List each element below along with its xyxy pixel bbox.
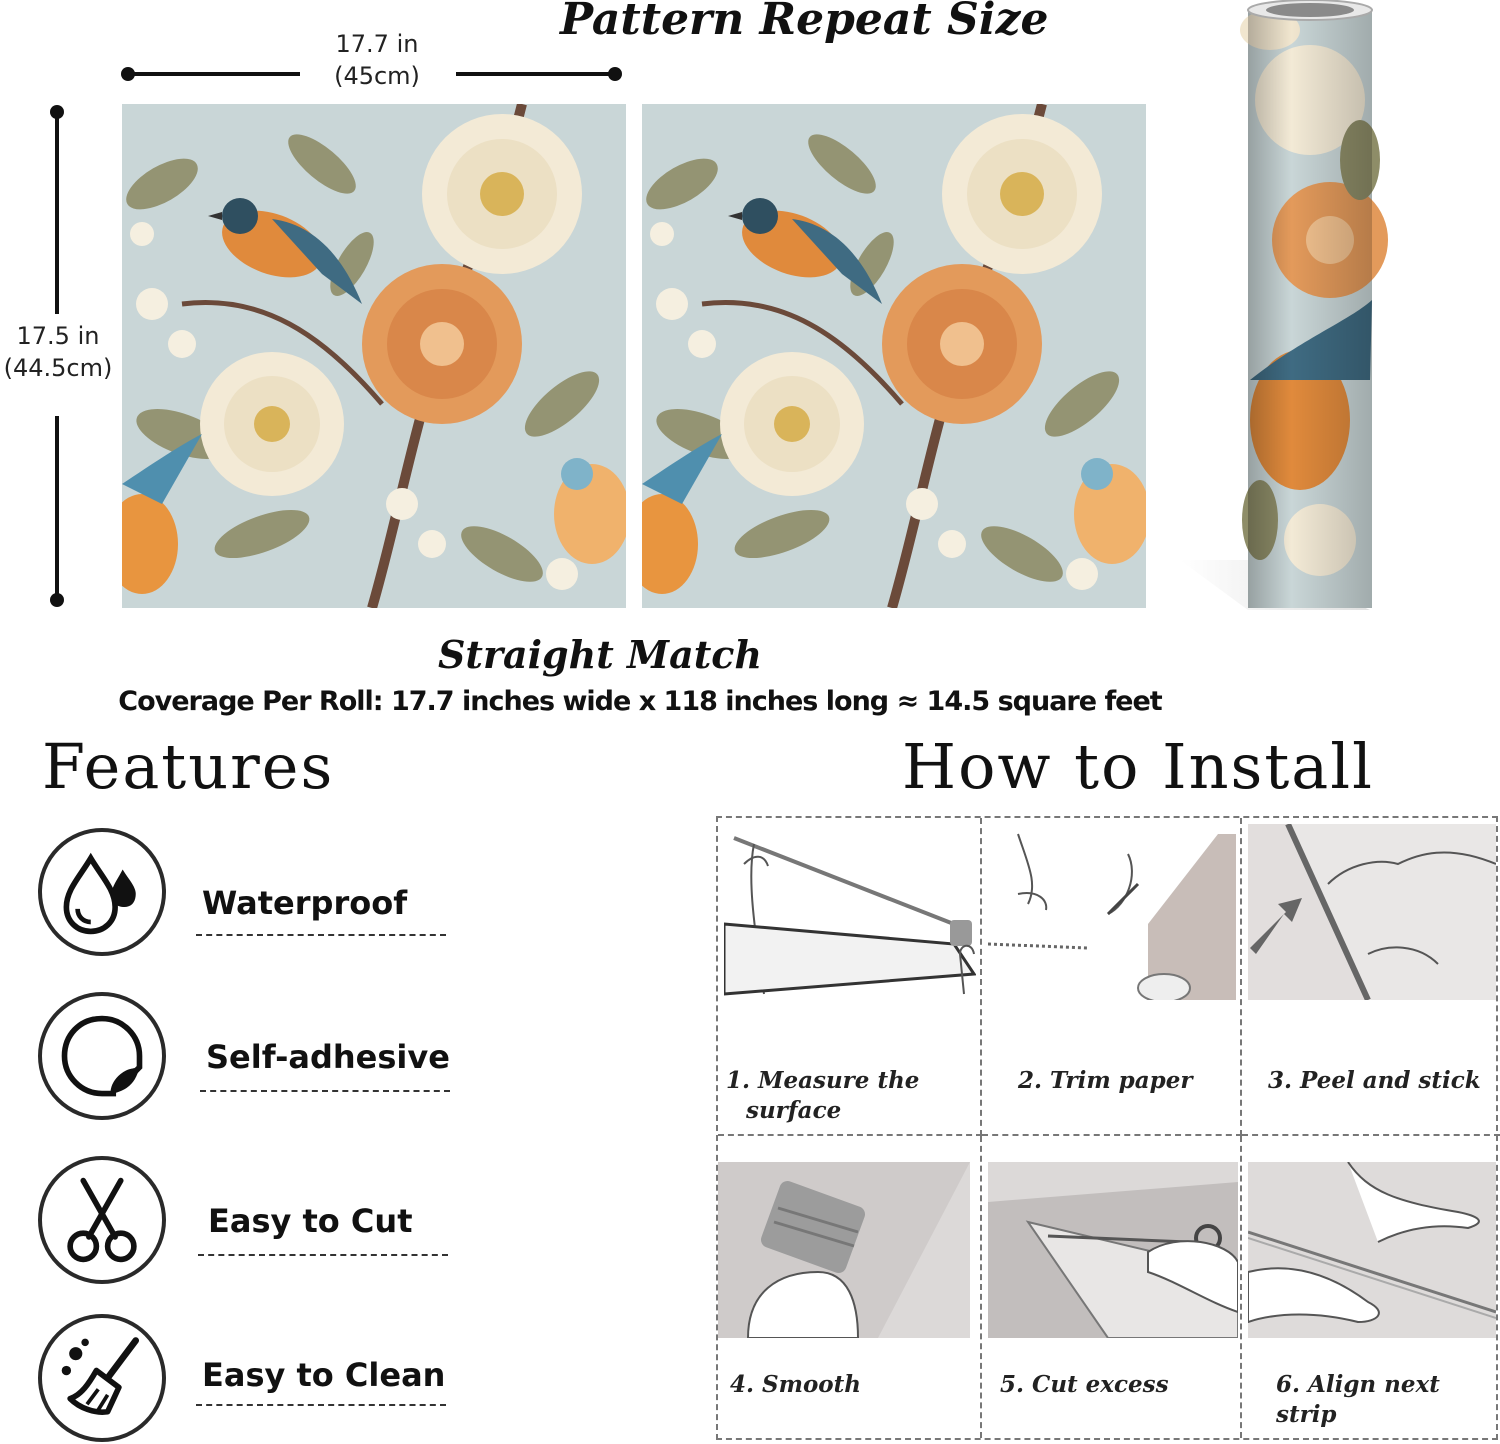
height-dimension-label: 17.5 in (44.5cm)	[0, 320, 116, 384]
height-end-dot	[50, 593, 64, 607]
width-line-left	[128, 72, 300, 76]
water-drop-icon	[38, 828, 166, 956]
width-inches: 17.7 in	[335, 30, 419, 58]
floral-bird-pattern	[122, 104, 626, 608]
width-cm: (45cm)	[334, 62, 420, 90]
feature-divider	[196, 934, 446, 936]
feature-label-self-adhesive: Self-adhesive	[206, 1038, 450, 1076]
install-step-5: 5. Cut excess	[982, 1136, 1242, 1438]
install-steps-grid: 1. Measure the surface 2. Trim paper	[716, 816, 1500, 1440]
pattern-repeat-title: Pattern Repeat Size	[560, 0, 1049, 45]
step-label: 6. Align next strip	[1276, 1371, 1440, 1428]
feature-label-easy-to-cut: Easy to Cut	[208, 1202, 413, 1240]
step-label: 3. Peel and stick	[1268, 1067, 1481, 1094]
step-label: 4. Smooth	[730, 1371, 861, 1398]
step-label: 5. Cut excess	[1000, 1371, 1169, 1398]
align-strip-illustration	[1248, 1162, 1496, 1338]
bird-bottom-left	[122, 434, 202, 594]
floral-bird-pattern	[642, 104, 1146, 608]
step-label: 1. Measure the surface	[726, 1066, 919, 1126]
cream-flower-top	[422, 114, 582, 274]
install-step-1: 1. Measure the surface	[718, 818, 982, 1136]
cream-flower-mid	[200, 352, 344, 496]
install-step-6: 6. Align next strip	[1242, 1136, 1500, 1438]
feature-divider	[198, 1254, 448, 1256]
bird-top	[208, 198, 362, 304]
bird-bottom-right	[554, 458, 626, 564]
trim-illustration	[988, 824, 1236, 1000]
install-step-2: 2. Trim paper	[982, 818, 1242, 1136]
height-line-bottom	[55, 416, 59, 598]
height-cm: (44.5cm)	[3, 354, 113, 382]
peel-illustration	[1248, 824, 1496, 1000]
install-step-4: 4. Smooth	[718, 1136, 982, 1438]
pattern-tile-left	[122, 104, 626, 608]
step-label-line1: 1. Measure the	[726, 1067, 920, 1094]
broom-icon	[38, 1314, 166, 1442]
pattern-tile-right	[642, 104, 1146, 608]
peel-sticker-icon	[38, 992, 166, 1120]
feature-divider	[196, 1404, 446, 1406]
smooth-illustration	[718, 1162, 970, 1338]
step-label-line2: surface	[746, 1097, 842, 1124]
orange-flower	[362, 264, 522, 424]
width-end-dot	[608, 67, 622, 81]
install-step-3: 3. Peel and stick	[1242, 818, 1500, 1136]
how-to-install-title: How to Install	[902, 730, 1374, 803]
straight-match-title: Straight Match	[437, 632, 763, 677]
cut-excess-illustration	[988, 1162, 1238, 1338]
height-inches: 17.5 in	[16, 322, 100, 350]
feature-divider	[200, 1090, 450, 1092]
feature-label-easy-to-clean: Easy to Clean	[202, 1356, 446, 1394]
scissors-icon	[38, 1156, 166, 1284]
features-title: Features	[42, 730, 335, 803]
wallpaper-roll-image	[1180, 0, 1500, 620]
feature-label-waterproof: Waterproof	[202, 884, 408, 922]
width-dimension-label: 17.7 in (45cm)	[300, 28, 454, 92]
width-line-right	[456, 72, 614, 76]
height-line-top	[55, 112, 59, 314]
coverage-text: Coverage Per Roll: 17.7 inches wide x 11…	[118, 686, 1162, 717]
measure-illustration	[724, 824, 976, 1000]
step-label: 2. Trim paper	[1018, 1067, 1193, 1094]
